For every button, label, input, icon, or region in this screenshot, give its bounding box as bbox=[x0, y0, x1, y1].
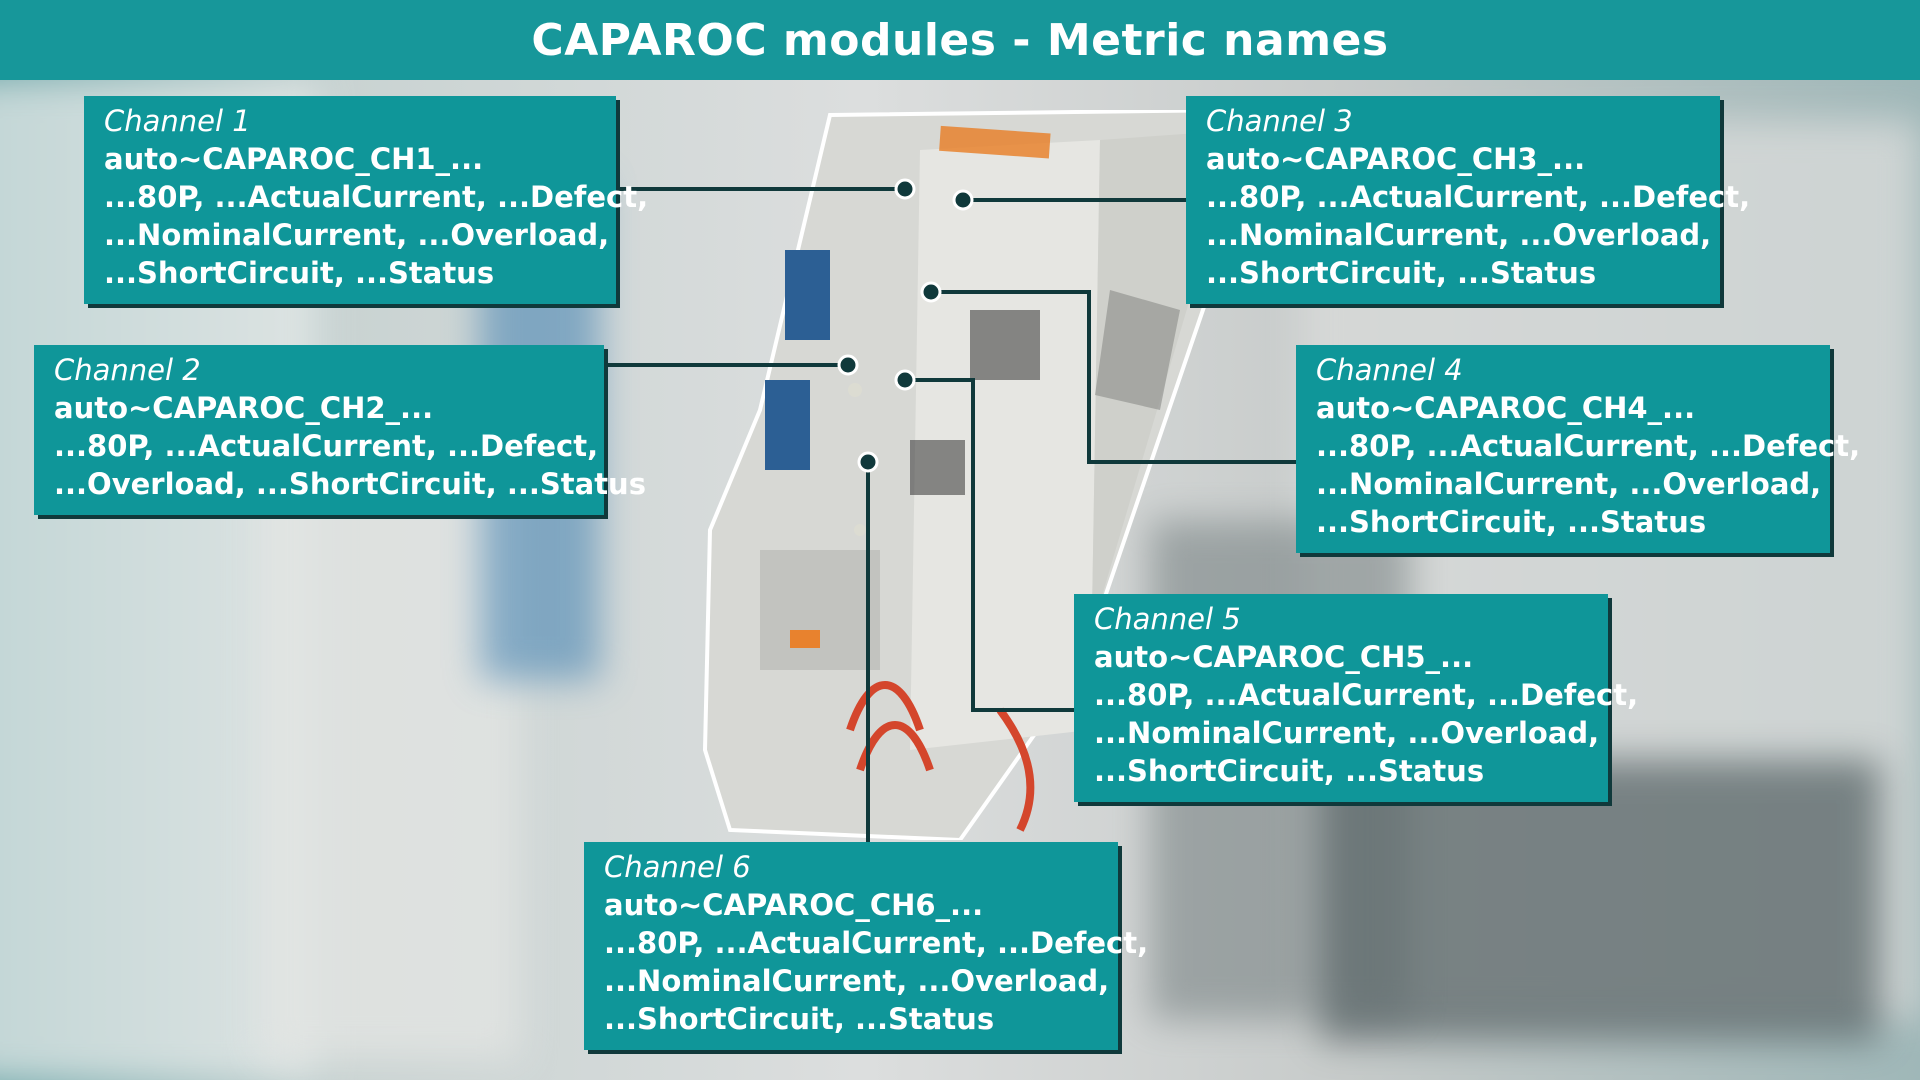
connector-dot-ch5 bbox=[894, 369, 916, 391]
metric-prefix: auto~CAPAROC_CH4_... bbox=[1316, 391, 1696, 425]
channel-label: Channel 3 bbox=[1206, 104, 1353, 138]
metric-line: ...ShortCircuit, ...Status bbox=[1316, 505, 1707, 539]
channel-2-card: Channel 2 auto~CAPAROC_CH2_... ...80P, .… bbox=[34, 345, 646, 515]
connector-dot-ch6 bbox=[857, 451, 879, 473]
connector-icon-2 bbox=[765, 380, 810, 470]
metric-line: ...ShortCircuit, ...Status bbox=[1094, 754, 1485, 788]
channel-3-card: Channel 3 auto~CAPAROC_CH3_... ...80P, .… bbox=[1186, 96, 1751, 304]
channel-label: Channel 1 bbox=[104, 104, 251, 138]
metric-line: ...NominalCurrent, ...Overload, bbox=[104, 218, 610, 252]
connector-icon-1 bbox=[785, 250, 830, 340]
metric-line: ...Overload, ...ShortCircuit, ...Status bbox=[54, 467, 646, 501]
channel-label: Channel 5 bbox=[1094, 602, 1241, 636]
metric-line: ...ShortCircuit, ...Status bbox=[104, 256, 495, 290]
connector-dot-ch2 bbox=[837, 354, 859, 376]
metric-line: ...NominalCurrent, ...Overload, bbox=[1206, 218, 1712, 252]
channel-6-card: Channel 6 auto~CAPAROC_CH6_... ...80P, .… bbox=[584, 842, 1149, 1050]
channel-1-card: Channel 1 auto~CAPAROC_CH1_... ...80P, .… bbox=[84, 96, 649, 304]
channel-label: Channel 6 bbox=[604, 850, 751, 884]
channel-4-card: Channel 4 auto~CAPAROC_CH4_... ...80P, .… bbox=[1296, 345, 1861, 553]
page-title: CAPAROC modules - Metric names bbox=[531, 14, 1389, 66]
metric-line: ...ShortCircuit, ...Status bbox=[1206, 256, 1597, 290]
metric-prefix: auto~CAPAROC_CH6_... bbox=[604, 888, 984, 922]
connector-dot-ch1 bbox=[894, 178, 916, 200]
metric-line: ...ShortCircuit, ...Status bbox=[604, 1002, 995, 1036]
metric-line: ...80P, ...ActualCurrent, ...Defect, bbox=[1094, 678, 1639, 712]
metric-line: ...80P, ...ActualCurrent, ...Defect, bbox=[104, 180, 649, 214]
metric-line: ...80P, ...ActualCurrent, ...Defect, bbox=[54, 429, 599, 463]
connector-line-ch5 bbox=[905, 378, 1074, 712]
qr-code-icon-1 bbox=[970, 310, 1040, 380]
metric-prefix: auto~CAPAROC_CH2_... bbox=[54, 391, 434, 425]
metric-prefix: auto~CAPAROC_CH5_... bbox=[1094, 640, 1474, 674]
metric-line: ...NominalCurrent, ...Overload, bbox=[604, 964, 1110, 998]
metric-prefix: auto~CAPAROC_CH3_... bbox=[1206, 142, 1586, 176]
connector-line-ch4 bbox=[931, 290, 1296, 464]
metric-line: ...80P, ...ActualCurrent, ...Defect, bbox=[604, 926, 1149, 960]
metric-prefix: auto~CAPAROC_CH1_... bbox=[104, 142, 484, 176]
metric-line: ...NominalCurrent, ...Overload, bbox=[1316, 467, 1822, 501]
connector-dot-ch3 bbox=[952, 189, 974, 211]
qr-code-icon-2 bbox=[910, 440, 965, 495]
metric-line: ...80P, ...ActualCurrent, ...Defect, bbox=[1316, 429, 1861, 463]
channel-label: Channel 2 bbox=[54, 353, 201, 387]
connector-dot-ch4 bbox=[920, 281, 942, 303]
metric-line: ...NominalCurrent, ...Overload, bbox=[1094, 716, 1600, 750]
channel-label: Channel 4 bbox=[1316, 353, 1463, 387]
metric-line: ...80P, ...ActualCurrent, ...Defect, bbox=[1206, 180, 1751, 214]
title-bar: CAPAROC modules - Metric names bbox=[0, 0, 1920, 80]
channel-5-card: Channel 5 auto~CAPAROC_CH5_... ...80P, .… bbox=[1074, 594, 1639, 802]
